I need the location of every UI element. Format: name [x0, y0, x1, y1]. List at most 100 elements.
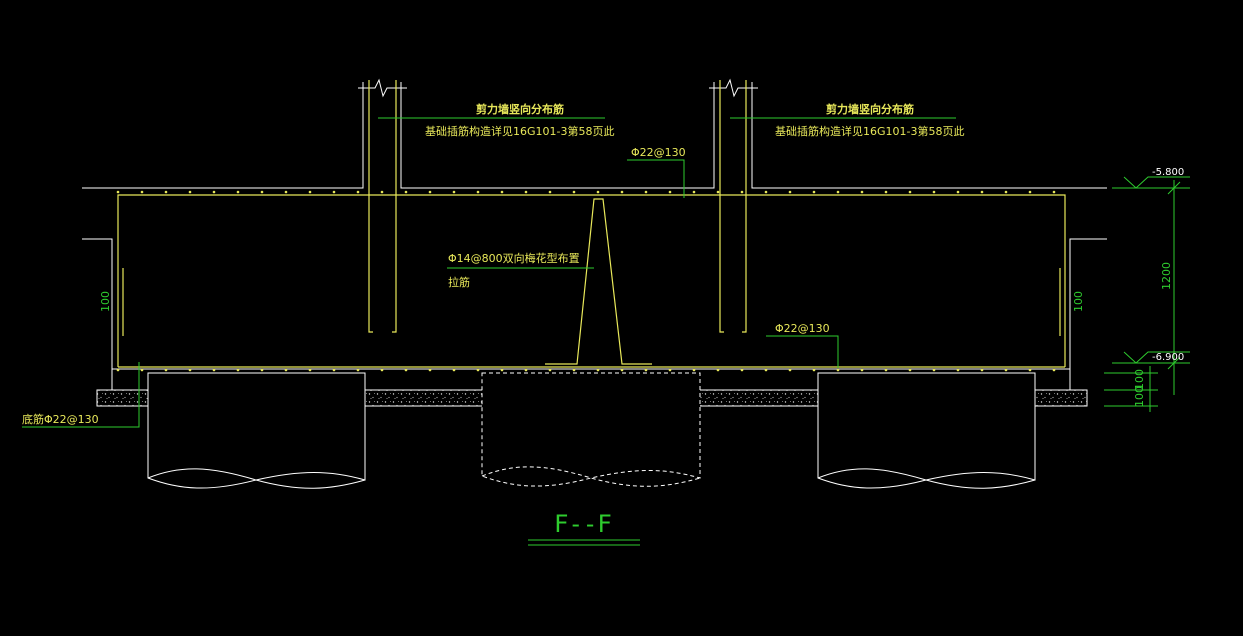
- rebar-dot: [356, 368, 360, 372]
- rebar-dot: [404, 190, 408, 194]
- rebar-dot: [356, 190, 360, 194]
- rebar-dot: [188, 368, 192, 372]
- rebar-dot: [692, 368, 696, 372]
- rebar-dot: [908, 190, 912, 194]
- rebar-dot: [764, 368, 768, 372]
- rebar-dot: [260, 190, 264, 194]
- rebar-dot: [884, 190, 888, 194]
- rebar-dot: [308, 190, 312, 194]
- rebar-dot: [788, 368, 792, 372]
- rebar-dot: [596, 190, 600, 194]
- rebar-dot: [380, 368, 384, 372]
- rebar-dot: [284, 190, 288, 194]
- rebar-dot: [692, 190, 696, 194]
- rebar-dot: [1052, 368, 1056, 372]
- base-rebar-label: 底筋Φ22@130: [22, 412, 99, 426]
- rebar-dot: [1052, 190, 1056, 194]
- anchor-note-left: 基础插筋构造详见16G101-3第58页此: [425, 124, 614, 138]
- rebar-dot: [668, 190, 672, 194]
- rebar-dot: [332, 190, 336, 194]
- rebar-dot: [572, 190, 576, 194]
- rebar-dot: [380, 190, 384, 194]
- rebar-dot: [740, 190, 744, 194]
- rebar-dot: [428, 190, 432, 194]
- rebar-dot: [956, 190, 960, 194]
- rebar-dot: [452, 190, 456, 194]
- rebar-dot: [308, 368, 312, 372]
- rebar-dot: [428, 368, 432, 372]
- rebar-dot: [452, 368, 456, 372]
- rebar-dot: [956, 368, 960, 372]
- rebar-dot: [836, 190, 840, 194]
- dimension-lines: [1104, 176, 1190, 412]
- rebar-dot: [812, 368, 816, 372]
- rebar-dot: [932, 368, 936, 372]
- rebar-dot: [284, 368, 288, 372]
- rebar-dot: [980, 368, 984, 372]
- rebar-dot: [788, 190, 792, 194]
- rebar-dot: [764, 190, 768, 194]
- rebar-dot: [236, 368, 240, 372]
- rebar-dot: [644, 368, 648, 372]
- rebar-dot: [116, 368, 120, 372]
- rebar-dot: [548, 368, 552, 372]
- rebar-dot: [572, 368, 576, 372]
- leader-lines: [22, 117, 956, 428]
- rebar-dot: [116, 190, 120, 194]
- rebar-dots: [116, 190, 1056, 372]
- rebar-dot: [908, 368, 912, 372]
- rebar-dot: [716, 368, 720, 372]
- rebar-dot: [524, 190, 528, 194]
- rebar-dot: [476, 190, 480, 194]
- rebar-dot: [980, 190, 984, 194]
- wall-break-lines: [358, 78, 758, 98]
- rebar-dot: [836, 368, 840, 372]
- rebar-dot: [716, 190, 720, 194]
- rebar-dot: [164, 190, 168, 194]
- rebar-dot: [236, 190, 240, 194]
- slab-thickness-label: 1200: [1160, 262, 1173, 290]
- bottom-elevation-label: -6.900: [1152, 352, 1184, 363]
- rebar-dot: [476, 368, 480, 372]
- tie-bar-name: 拉筋: [448, 275, 470, 289]
- side-cover-left-label: 100: [99, 291, 112, 312]
- rebar-dot: [260, 368, 264, 372]
- rebar-dot: [1028, 368, 1032, 372]
- rebar-dot: [164, 368, 168, 372]
- cushion-dim-2: 100: [1133, 386, 1146, 407]
- pile-right: [817, 372, 1036, 489]
- anchor-note-right: 基础插筋构造详见16G101-3第58页此: [775, 124, 964, 138]
- section-title: F--F: [554, 510, 612, 538]
- rebar-dot: [1028, 190, 1032, 194]
- rebar-dot: [524, 368, 528, 372]
- rebar-dot: [332, 368, 336, 372]
- slab-rebar: [117, 80, 1066, 368]
- pile-middle: [481, 372, 701, 487]
- side-cover-right-label: 100: [1072, 291, 1085, 312]
- rebar-dot: [548, 190, 552, 194]
- rebar-dot: [620, 190, 624, 194]
- rebar-dot: [500, 368, 504, 372]
- rebar-dot: [860, 190, 864, 194]
- cushion-dim-1: 100: [1133, 369, 1146, 390]
- rebar-dot: [500, 190, 504, 194]
- rebar-dot: [596, 368, 600, 372]
- rebar-dot: [140, 190, 144, 194]
- rebar-dot: [812, 190, 816, 194]
- rebar-dot: [740, 368, 744, 372]
- rebar-dot: [212, 368, 216, 372]
- rebar-dot: [404, 368, 408, 372]
- top-rebar-label: Φ22@130: [631, 146, 686, 159]
- top-elevation-label: -5.800: [1152, 167, 1184, 178]
- rebar-dot: [860, 368, 864, 372]
- rebar-dot: [932, 190, 936, 194]
- rebar-dot: [212, 190, 216, 194]
- rebar-dot: [140, 368, 144, 372]
- rebar-dot: [1004, 368, 1008, 372]
- wall-rebar-label-right: 剪力墙竖向分布筋: [826, 102, 914, 116]
- rebar-dot: [1004, 190, 1008, 194]
- rebar-dot: [668, 368, 672, 372]
- bottom-rebar-label: Φ22@130: [775, 322, 830, 335]
- title-underline: [528, 539, 640, 546]
